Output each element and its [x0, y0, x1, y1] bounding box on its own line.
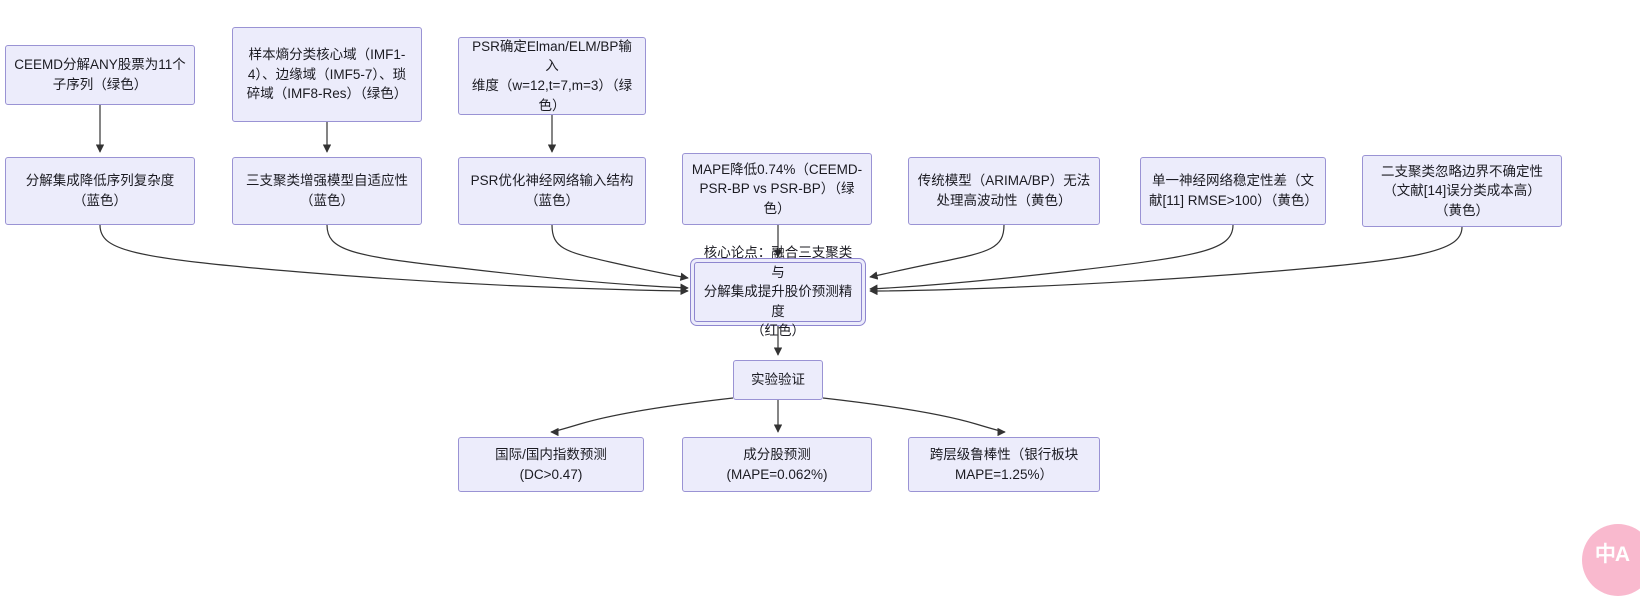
node-index-forecast[interactable]: 国际/国内指数预测 (DC>0.47) [458, 437, 644, 492]
flowchart-canvas: CEEMD分解ANY股票为11个 子序列（绿色） 样本熵分类核心域（IMF1- … [5, 27, 1640, 596]
edge-experiment-to-index [550, 397, 734, 437]
node-ceemd[interactable]: CEEMD分解ANY股票为11个 子序列（绿色） [5, 45, 195, 105]
node-label: 成分股预测 (MAPE=0.062%) [726, 446, 828, 482]
node-traditional-limit[interactable]: 传统模型（ARIMA/BP）无法 处理高波动性（黄色） [908, 157, 1100, 225]
node-label: 三支聚类增强模型自适应性 （蓝色） [246, 173, 408, 208]
node-label: 传统模型（ARIMA/BP）无法 处理高波动性（黄色） [917, 173, 1091, 208]
node-label: 国际/国内指数预测 (DC>0.47) [495, 446, 607, 482]
edge-threeway-to-core [326, 224, 689, 292]
edge-twoway-to-core [869, 226, 1463, 296]
node-label: 核心论点：融合三支聚类与 分解集成提升股价预测精度 （红色） [703, 245, 853, 339]
edge-traditional-to-core [869, 224, 1005, 280]
edge-psrstructure-to-core [551, 224, 689, 281]
node-label: PSR确定Elman/ELM/BP输入 维度（w=12,t=7,m=3）（绿 色… [471, 38, 633, 113]
node-cross-level-robust[interactable]: 跨层级鲁棒性（银行板块 MAPE=1.25%） [908, 437, 1100, 492]
node-sample-entropy[interactable]: 样本熵分类核心域（IMF1- 4）、边缘域（IMF5-7）、琐 碎域（IMF8-… [232, 27, 422, 122]
node-label: 单一神经网络稳定性差（文 献[11] RMSE>100）（黄色） [1149, 173, 1318, 208]
edge-singlenn-to-core [869, 224, 1234, 293]
node-label: PSR优化神经网络输入结构 （蓝色） [470, 173, 634, 208]
watermark-text: 中A [1594, 542, 1630, 566]
edge-decomp-to-core [99, 224, 689, 296]
node-core-claim[interactable]: 核心论点：融合三支聚类与 分解集成提升股价预测精度 （红色） [694, 245, 862, 338]
edge-experiment-to-robust [822, 397, 1006, 437]
node-psr-dim[interactable]: PSR确定Elman/ELM/BP输入 维度（w=12,t=7,m=3）（绿 色… [458, 37, 646, 115]
node-label: 实验验证 [751, 372, 805, 388]
node-mape-gain[interactable]: MAPE降低0.74%（CEEMD- PSR-BP vs PSR-BP）（绿 色… [682, 153, 872, 225]
node-constituent-forecast[interactable]: 成分股预测 (MAPE=0.062%) [682, 437, 872, 492]
node-single-nn-unstable[interactable]: 单一神经网络稳定性差（文 献[11] RMSE>100）（黄色） [1140, 157, 1326, 225]
node-label: CEEMD分解ANY股票为11个 子序列（绿色） [14, 57, 186, 92]
node-three-way-adapt[interactable]: 三支聚类增强模型自适应性 （蓝色） [232, 157, 422, 225]
node-two-way-boundary[interactable]: 二支聚类忽略边界不确定性 （文献[14]误分类成本高） （黄色） [1362, 155, 1562, 227]
node-label: MAPE降低0.74%（CEEMD- PSR-BP vs PSR-BP）（绿 色… [691, 161, 863, 216]
node-label: 分解集成降低序列复杂度 （蓝色） [25, 173, 175, 208]
watermark-badge: 中A [1582, 524, 1640, 596]
node-psr-structure[interactable]: PSR优化神经网络输入结构 （蓝色） [458, 157, 646, 225]
node-label: 样本熵分类核心域（IMF1- 4）、边缘域（IMF5-7）、琐 碎域（IMF8-… [246, 47, 408, 102]
node-label: 跨层级鲁棒性（银行板块 MAPE=1.25%） [929, 446, 1079, 482]
node-decomp-complexity[interactable]: 分解集成降低序列复杂度 （蓝色） [5, 157, 195, 225]
node-experiment[interactable]: 实验验证 [733, 360, 823, 400]
node-label: 二支聚类忽略边界不确定性 （文献[14]误分类成本高） （黄色） [1381, 163, 1543, 218]
